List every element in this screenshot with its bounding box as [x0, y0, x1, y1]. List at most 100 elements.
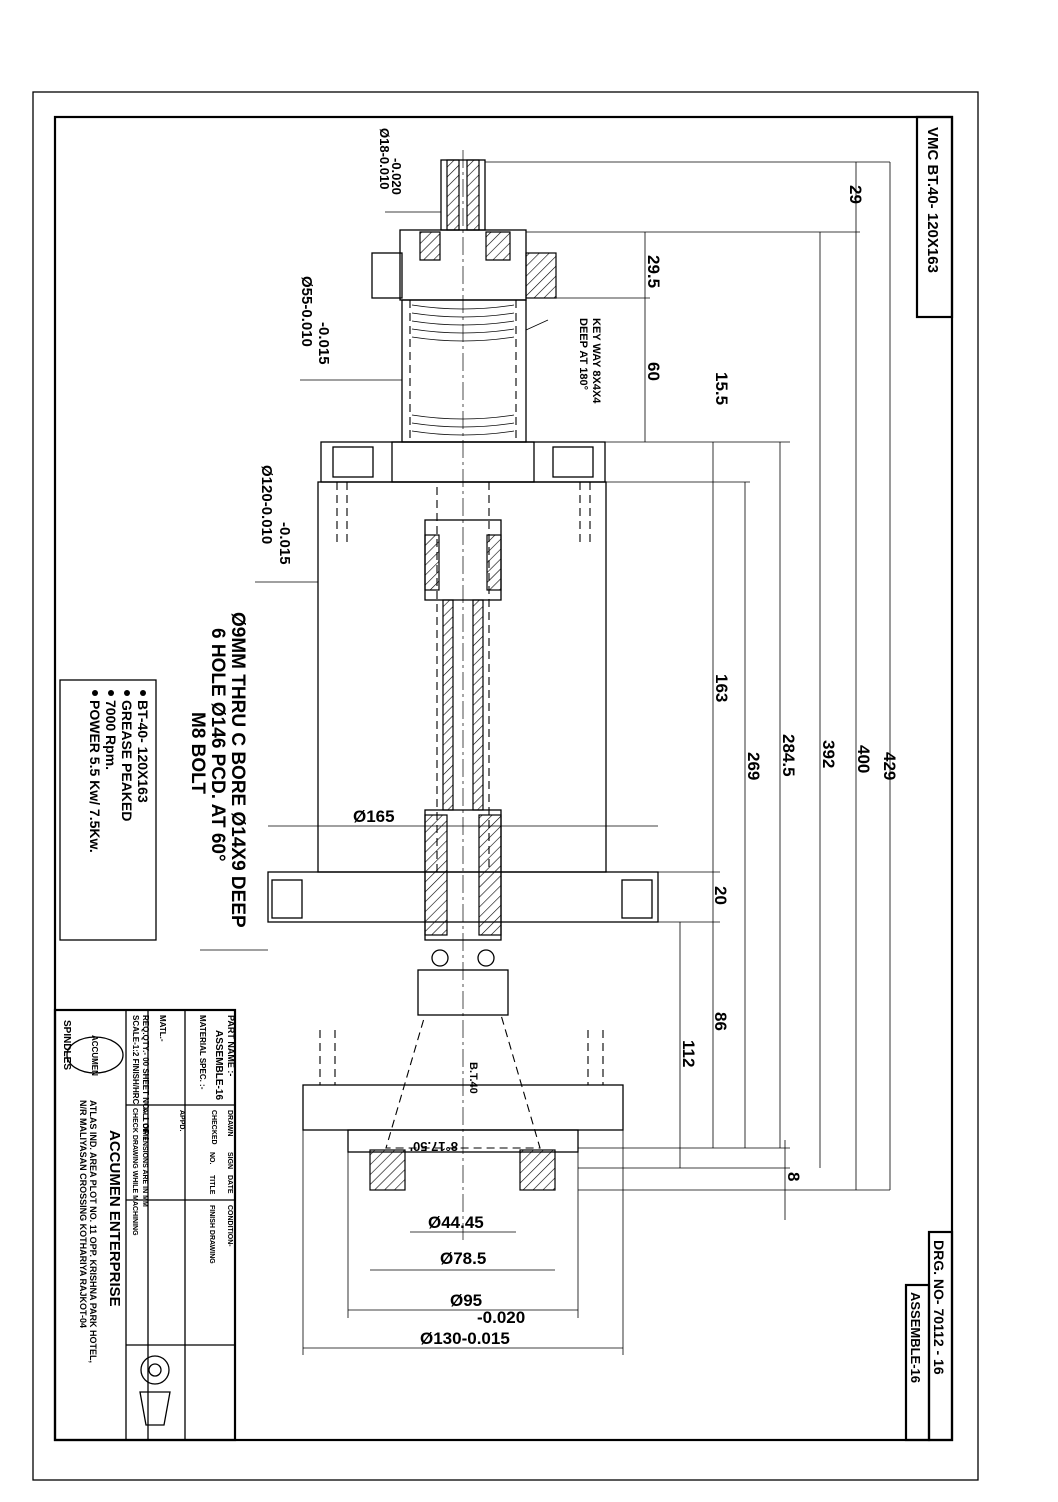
- bullet-4: [92, 690, 98, 696]
- dim-55-tol: -0.015: [315, 322, 332, 365]
- drawn-label: DRAWN: [226, 1110, 233, 1136]
- taper-angle-text: 8°17.50': [410, 1139, 458, 1154]
- top-nut-right: [485, 231, 511, 261]
- dim-55-text: Ø55-0.010: [298, 276, 315, 347]
- dimension-lines: [200, 161, 891, 1355]
- nose-taper: [385, 1014, 541, 1149]
- spec-note-3: 7000 Rpm.: [103, 700, 119, 770]
- locknut-left: [371, 252, 403, 299]
- lower-flange: [267, 871, 659, 923]
- spec-note-1: BT-40- 120X163: [135, 700, 151, 803]
- drawbar-hatch-2: [466, 159, 480, 231]
- belleville-springs-top: [411, 304, 515, 436]
- title-label: TITLE: [208, 1175, 215, 1195]
- dim-29-5-text: 29.5: [644, 255, 663, 288]
- collet-hatch-l: [424, 814, 448, 936]
- keyway-line-2: DEEP AT 180°: [577, 318, 589, 390]
- upper-flange-stud-r: [552, 446, 594, 478]
- company-address-2: N/R MALIYASAN CROSSING KOTHARIYA RAJKOT-…: [78, 1100, 88, 1328]
- title-box: [915, 115, 954, 319]
- dim-44-text: Ø44.45: [428, 1213, 484, 1232]
- leader-keyway: [525, 319, 549, 331]
- dim-429-text: 429: [880, 752, 899, 780]
- spec-notes-box: [59, 679, 157, 941]
- drawbar-hatch: [446, 159, 460, 231]
- dim-284-5-text: 284.5: [779, 734, 798, 777]
- dim-20-text: 20: [711, 886, 730, 905]
- appd-label: APPD.: [178, 1110, 185, 1131]
- collet-hatch-r: [478, 814, 502, 936]
- qty-line: REQ.QTY.- 00 SHEET NO.- 1 OF 1: [141, 1015, 150, 1141]
- dimension-text: 29 29.5 60 15.5 163 269 284.5 392 400 42…: [187, 128, 899, 1348]
- dim-29-text: 29: [846, 185, 865, 204]
- inner-bore-hatch-r: [472, 599, 484, 811]
- dim-78-text: Ø78.5: [440, 1249, 486, 1268]
- taper-label-text: B.T.40: [467, 1062, 479, 1094]
- finishing-label: FINISH DRAWING: [208, 1205, 215, 1264]
- ball-l: [431, 949, 449, 967]
- date-label: DATE: [226, 1175, 233, 1194]
- title-block: ACCUMEN ACCUMEN ENTERPRISE ATLAS IND. AR…: [53, 1008, 237, 1442]
- part-name-value: ASSEMBLE-16: [213, 1030, 224, 1100]
- company-name: ACCUMEN ENTERPRISE: [106, 1130, 123, 1307]
- top-nut-left: [419, 231, 441, 261]
- company-address-1: ATLAS IND. AREA PLOT NO. 11 OPP. KRISHNA…: [88, 1100, 98, 1363]
- sheet-label: ASSEMBLE-16: [908, 1292, 923, 1383]
- bullet-2: [124, 690, 130, 696]
- spec-note-2: GREASE PEAKED: [119, 700, 135, 821]
- bolt-note-1: Ø9MM THRU C BORE Ø14X9 DEEP: [227, 612, 248, 928]
- spindle-assembly: [267, 150, 659, 1240]
- dim-120-tol: -0.015: [276, 522, 293, 565]
- dim-60-text: 60: [644, 362, 663, 381]
- sign-label: SIGN: [226, 1152, 233, 1169]
- dim-15-5-text: 15.5: [712, 372, 731, 405]
- spec-note-4: POWER 5.5 Kw/ 7.5Kw.: [87, 700, 103, 853]
- flange-bolt-r: [621, 879, 653, 919]
- sheet-label-box: [904, 1283, 931, 1442]
- bullet-1: [140, 690, 146, 696]
- nut-block-hatch-r: [486, 534, 502, 591]
- logo-text: ACCUMEN: [90, 1035, 99, 1076]
- dim-18-tol: -0.020: [389, 158, 404, 195]
- dim-95-text: Ø95: [450, 1291, 482, 1310]
- conditions-label: CONDITION-: [226, 1205, 233, 1247]
- bearing-housing: [401, 299, 527, 443]
- product-name: SPINDLES: [61, 1020, 72, 1070]
- spec-notes: BT-40- 120X163 GREASE PEAKED 7000 Rpm. P…: [59, 679, 157, 941]
- taper-bush: [417, 969, 509, 1016]
- inner-border: [53, 115, 954, 1442]
- material-spec: MATERIAL SPEC. :-: [198, 1015, 207, 1090]
- projection-symbol-circle: [140, 1355, 170, 1385]
- dim-112-text: 112: [679, 1040, 698, 1067]
- bullet-3: [108, 690, 114, 696]
- scale-line: SCALE-1:2 FINISH/HRC: [131, 1015, 140, 1105]
- dim-165-text: Ø165: [353, 807, 395, 826]
- drawing-number: DRG. NO- 70112 - 16: [931, 1240, 947, 1375]
- dim-400-text: 400: [854, 745, 873, 773]
- inner-bore-hatch-l: [442, 599, 454, 811]
- upper-flange-stud-l: [332, 446, 374, 478]
- dim-18-text: Ø18-0.010: [377, 128, 392, 189]
- keyway-line-1: KEY WAY 8X4X4: [590, 318, 602, 404]
- drawing-title: VMC BT.40- 120X163: [924, 127, 941, 273]
- dim-86-text: 86: [711, 1012, 730, 1031]
- nose-face: [347, 1129, 579, 1153]
- title-block-frame: [53, 1008, 237, 1442]
- tolerance-note: ALL DIMENSIONS ARE IN MM: [141, 1108, 148, 1207]
- ball-r: [477, 949, 495, 967]
- matl-label: MATL.-: [158, 1015, 167, 1042]
- dim-130-text: Ø130-0.015: [420, 1329, 510, 1348]
- part-name-label: PART NAME :-: [226, 1015, 236, 1076]
- no-label: NO.: [208, 1152, 215, 1165]
- dim-163-text: 163: [712, 674, 731, 702]
- drive-key-r: [519, 1149, 556, 1191]
- projection-symbol-inner: [148, 1363, 162, 1377]
- projection-symbol-cone: [139, 1391, 171, 1426]
- locknut-right: [525, 252, 557, 299]
- dim-130-tol: -0.020: [477, 1308, 525, 1327]
- flange-bolt-l: [271, 879, 303, 919]
- bolt-note-3: M8 BOLT: [187, 712, 208, 794]
- dim-120-text: Ø120-0.010: [258, 465, 275, 544]
- checklist-note: CHECK DRAWING WHILE MACHINING: [131, 1108, 138, 1236]
